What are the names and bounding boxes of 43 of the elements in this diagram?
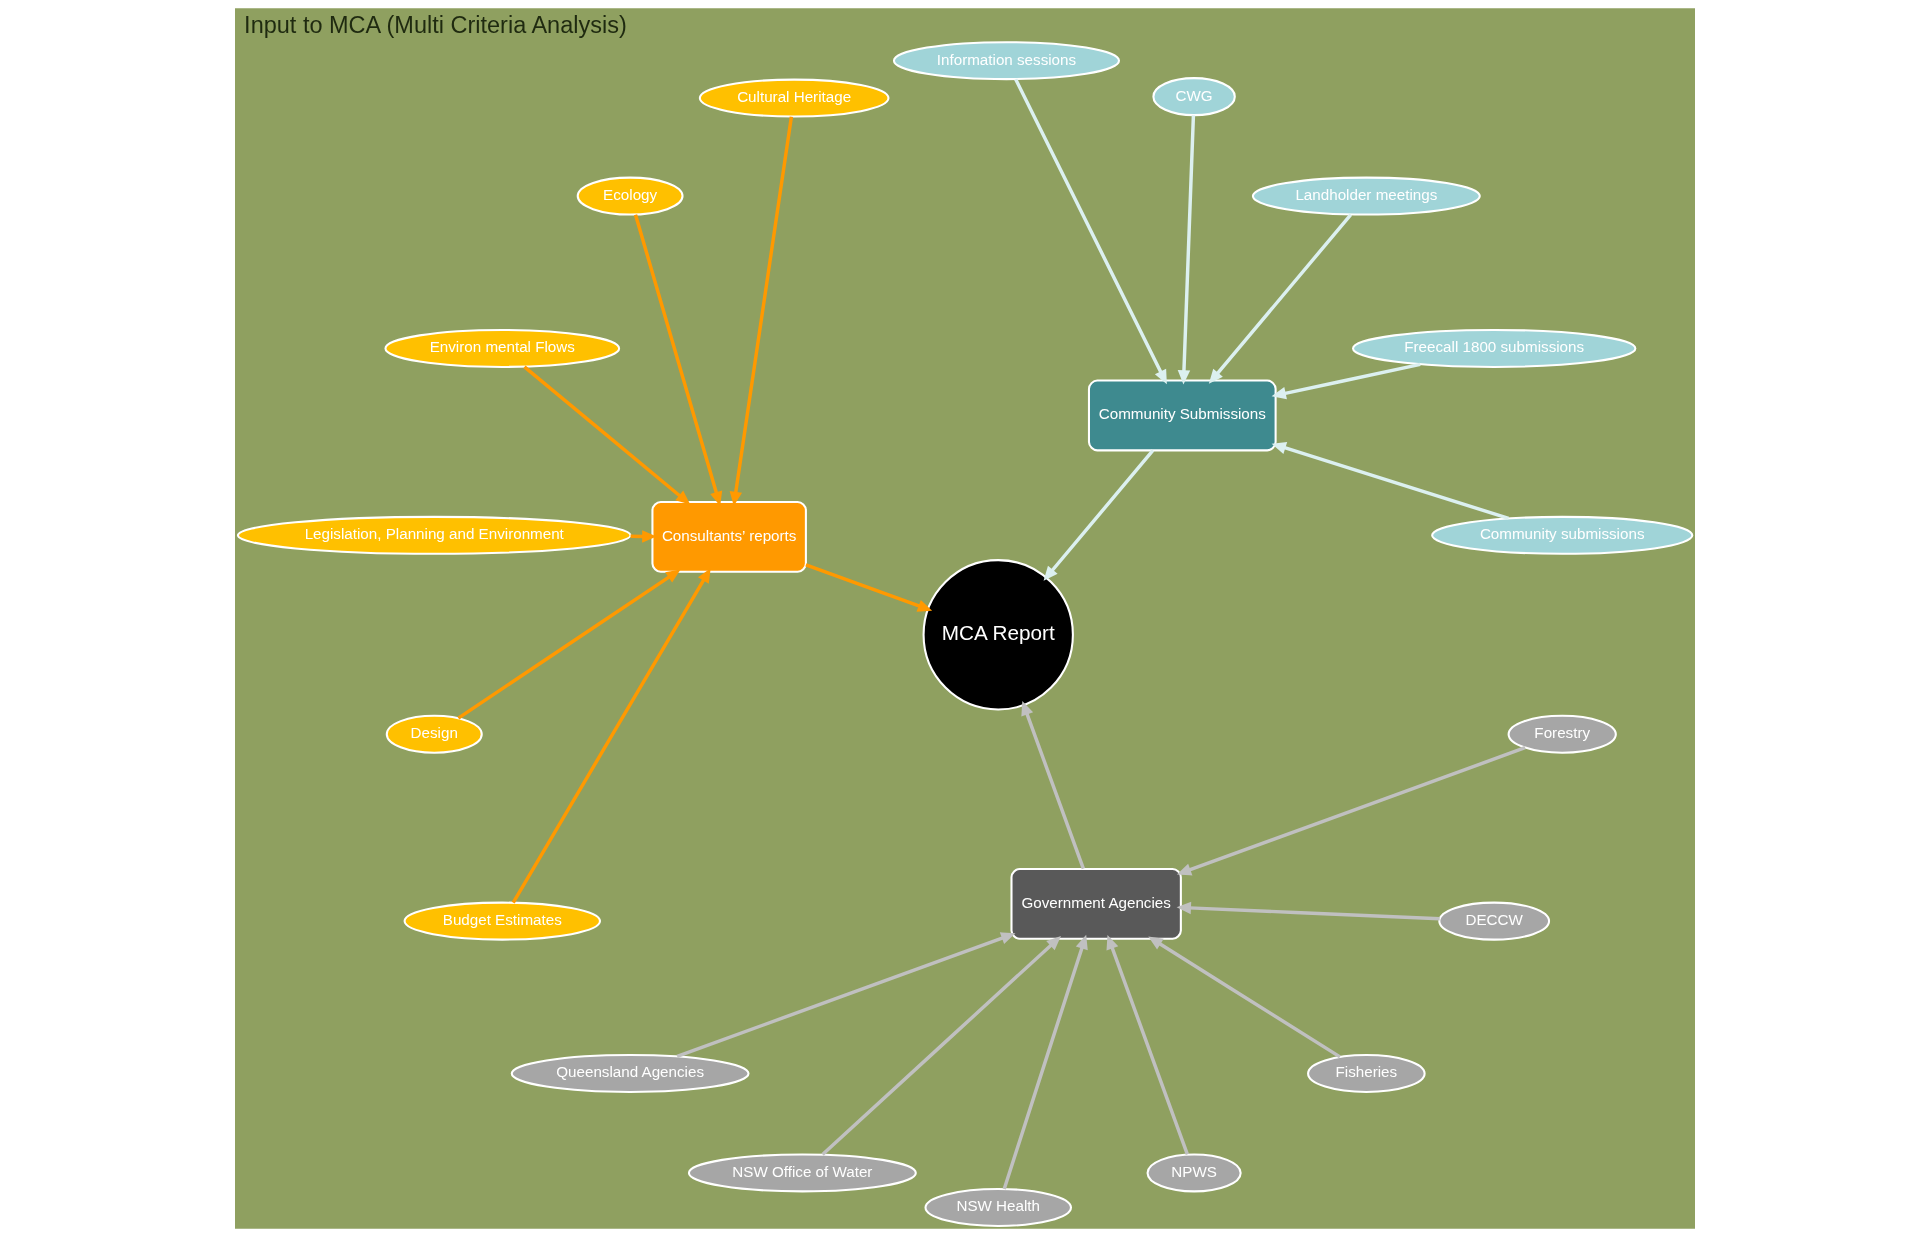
arrow	[1176, 746, 1526, 876]
arrow	[457, 569, 681, 720]
arrow	[805, 563, 933, 612]
node-ellipse: DECCW	[1438, 901, 1551, 941]
arrow	[511, 568, 711, 904]
arrow	[676, 932, 1016, 1058]
node-ellipse: Design	[385, 714, 483, 754]
node-ellipse: Freecall 1800 submissions	[1352, 328, 1637, 368]
arrow	[1021, 700, 1085, 870]
node-circle: MCA Report	[922, 559, 1074, 711]
arrow	[729, 116, 794, 506]
node-ellipse: Budget Estimates	[403, 901, 602, 941]
node-ellipse: Ecology	[576, 176, 684, 216]
node-ellipse: Forestry	[1507, 714, 1617, 754]
node-ellipse: Cultural Heritage	[698, 78, 890, 118]
arrow	[1002, 934, 1088, 1190]
node-ellipse: Fisheries	[1307, 1053, 1426, 1093]
arrow	[1271, 441, 1510, 521]
node-ellipse: Environ mental Flows	[384, 328, 621, 368]
node-ellipse: CWG	[1152, 77, 1236, 117]
node-ellipse: Community submissions	[1431, 515, 1694, 555]
node-ellipse: NSW Health	[924, 1187, 1072, 1227]
node-ellipse: NPWS	[1146, 1153, 1242, 1193]
node-ellipse: Information sessions	[892, 41, 1121, 81]
node-ellipse: NSW Office of Water	[687, 1153, 917, 1193]
node-box: Consultants’ reports	[651, 500, 807, 573]
arrow	[523, 365, 691, 505]
node-ellipse: Legislation, Planning and Environment	[236, 515, 632, 555]
arrow	[1208, 213, 1353, 384]
arrow	[1106, 934, 1189, 1155]
diagram-title: Input to MCA (Multi Criteria Analysis)	[244, 11, 627, 38]
arrow	[1271, 362, 1421, 400]
arrow	[1014, 78, 1167, 385]
arrow	[1176, 901, 1440, 921]
arrow	[1148, 936, 1341, 1059]
arrow	[1177, 115, 1196, 385]
node-ellipse: Queensland Agencies	[510, 1053, 750, 1093]
node-box: Government Agencies	[1010, 867, 1182, 940]
arrow	[1043, 449, 1155, 581]
node-box: Community Submissions	[1087, 379, 1277, 452]
arrow	[821, 936, 1061, 1156]
arrow	[633, 214, 723, 506]
node-ellipse: Landholder meetings	[1251, 176, 1481, 216]
